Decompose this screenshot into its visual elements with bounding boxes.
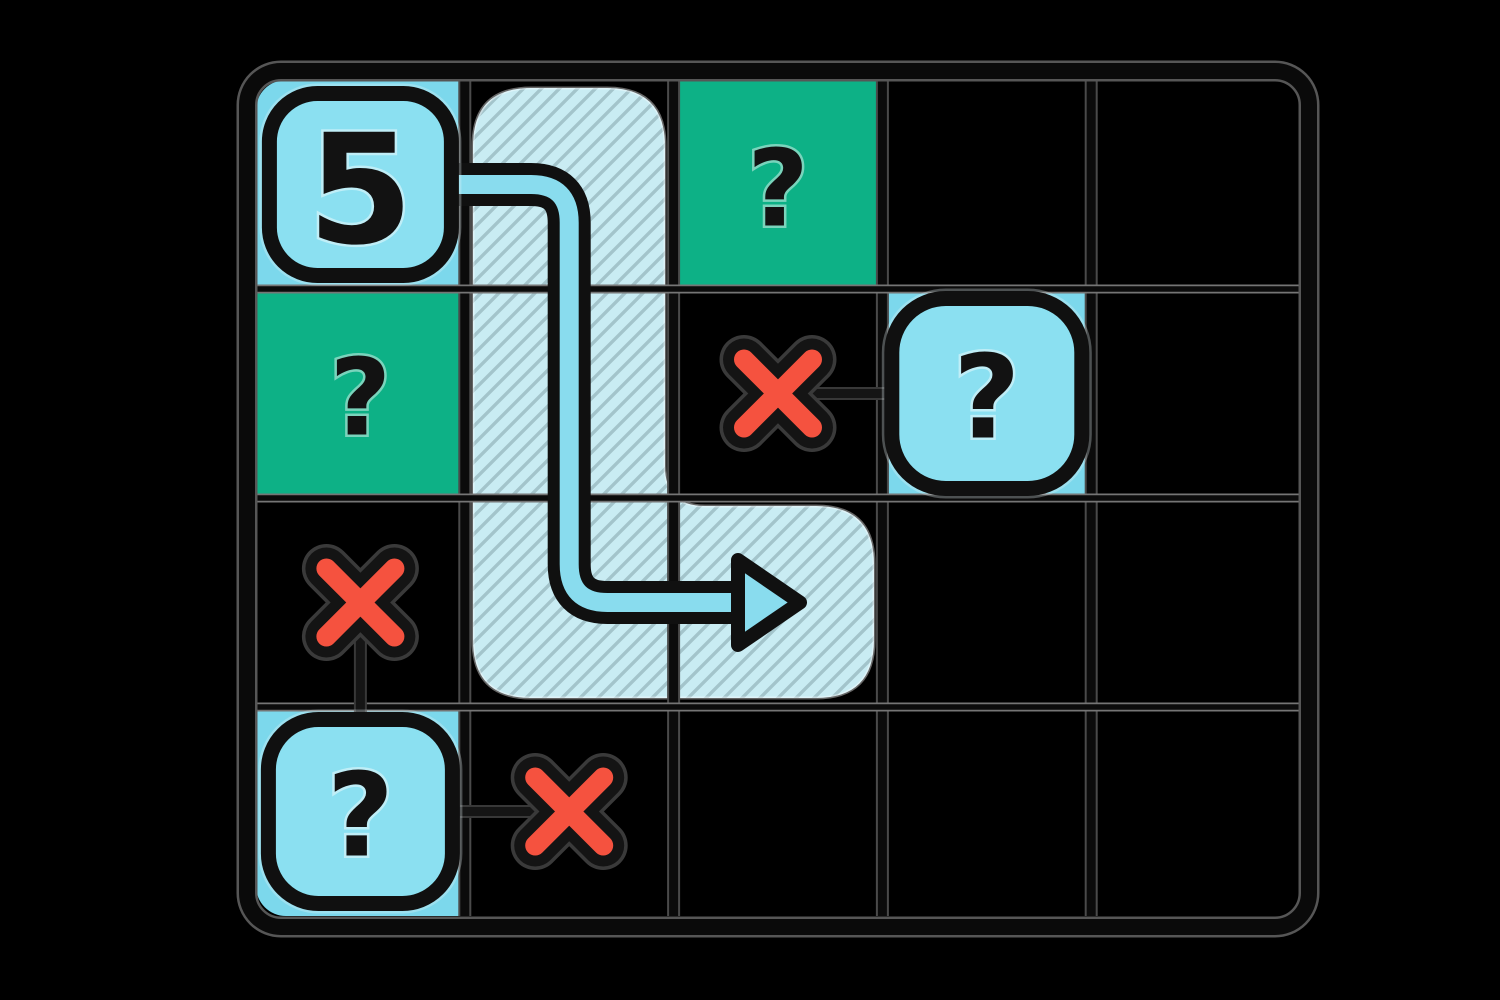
mystery-cell-glyph-r1c3: ? xyxy=(747,128,809,251)
arrowhead-icon xyxy=(731,553,807,652)
x-marks xyxy=(301,335,837,870)
tile-5-label: 5 xyxy=(308,102,414,279)
tile-question-bottom[interactable] xyxy=(258,709,463,914)
tile-question-right-label: ? xyxy=(953,331,1020,466)
path-arrow xyxy=(451,163,807,652)
constraint-connectors xyxy=(353,387,895,818)
tile-question-right[interactable] xyxy=(881,288,1092,499)
tile-5[interactable] xyxy=(259,83,462,286)
x-mark-icon xyxy=(510,753,628,870)
tile-question-bottom-label: ? xyxy=(327,749,394,884)
grid-lines xyxy=(256,80,1300,916)
cell-green-mystery-r1c3[interactable] xyxy=(673,80,883,289)
x-mark-icon xyxy=(719,335,837,452)
path-shaft xyxy=(451,175,739,612)
tiles xyxy=(258,83,1092,914)
x-mark-icon xyxy=(301,544,419,661)
mystery-cell-glyph-r2c1: ? xyxy=(330,337,392,460)
board-border xyxy=(236,60,1320,938)
cell-green-mystery-r2c1[interactable] xyxy=(256,289,465,498)
